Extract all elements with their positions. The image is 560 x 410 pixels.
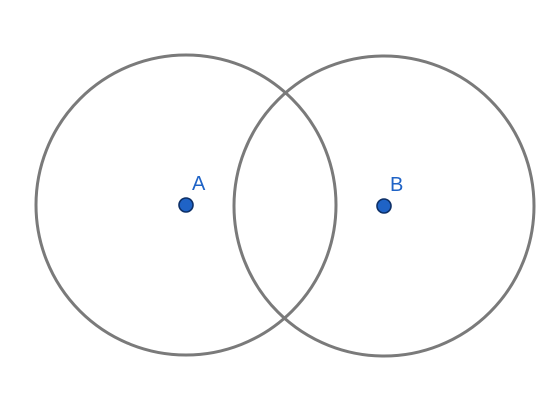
point-b-label: B [390, 174, 403, 196]
point-a-label: A [192, 173, 206, 195]
circle-centered-a [34, 53, 338, 357]
point-b[interactable] [376, 198, 392, 214]
circle-centered-b [232, 54, 536, 358]
point-a[interactable] [178, 197, 194, 213]
